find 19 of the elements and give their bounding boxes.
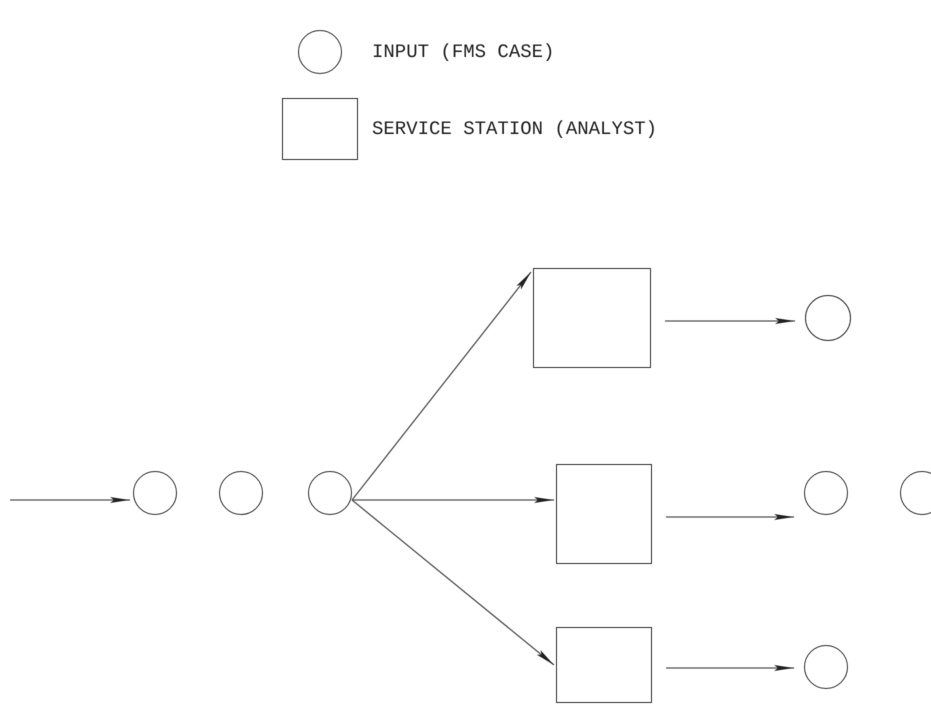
arrow [666,665,794,671]
input-circle [219,471,263,515]
input-circle [805,295,851,341]
input-circle [900,471,931,515]
service-station-box [556,464,652,564]
arrow [352,497,554,503]
input-circle [133,471,177,515]
service-station-box [556,627,652,703]
service-station-box [533,268,651,368]
arrow [352,500,554,666]
input-circle [804,645,848,689]
arrow [10,497,130,503]
arrow [351,272,532,500]
arrow [666,514,794,520]
legend-label: SERVICE STATION (ANALYST) [372,118,658,140]
arrow [665,318,795,324]
input-circle [308,471,352,515]
legend-label: INPUT (FMS CASE) [372,41,554,63]
input-circle [804,471,848,515]
